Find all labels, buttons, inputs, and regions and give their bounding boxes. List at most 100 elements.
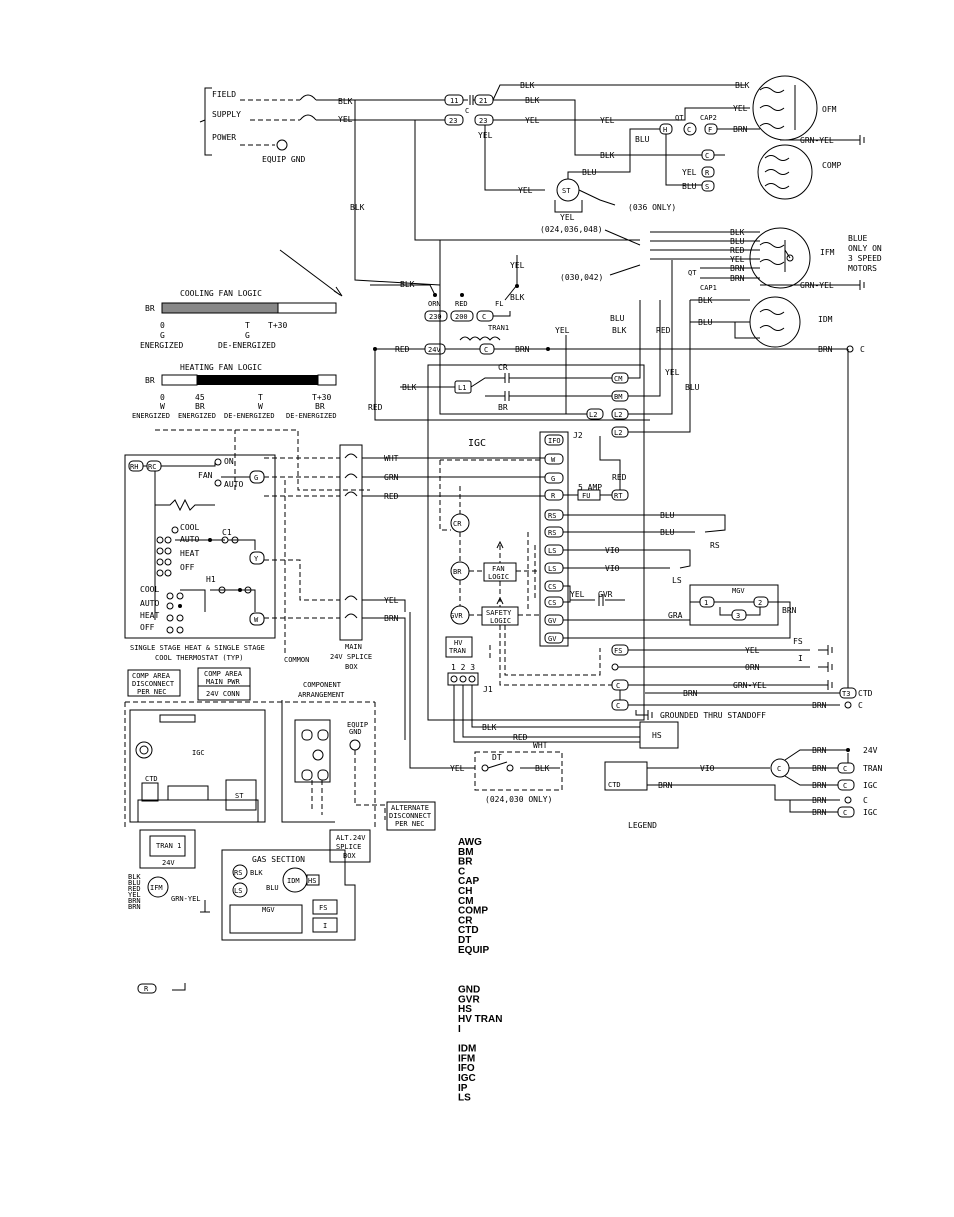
legend-item: COMP	[458, 906, 488, 917]
igc-label: TRAN	[449, 647, 466, 655]
igc-terminal-label: GV	[548, 617, 557, 625]
logic-label: BR	[145, 304, 155, 313]
wire-label: RED	[730, 246, 745, 255]
igc-terminal-label: RT	[614, 492, 623, 500]
legend-item: CH	[458, 886, 472, 897]
wire-label: BRN	[730, 274, 745, 283]
thermostat-label: AUTO	[140, 599, 159, 608]
wire-label: BLU	[730, 237, 745, 246]
arrangement-label: IFM	[150, 884, 163, 892]
wire-label: BRN	[515, 345, 530, 354]
igc-terminal-label: C	[616, 682, 620, 690]
wire-label: YEL	[570, 590, 585, 599]
logic-label: DE-ENERGIZED	[286, 412, 337, 420]
wire-label: BLK	[400, 280, 415, 289]
transformer-label: TRAN1	[488, 324, 509, 332]
wire-label: GRN-YEL	[733, 681, 767, 690]
transformer-tran1: BLK YEL BLK ORN RED FL 230 200 C TRAN1 2…	[368, 255, 865, 421]
igc-terminal-label: FS	[614, 647, 622, 655]
note-024-030-only: (024,030 ONLY)	[485, 795, 552, 804]
thermostat-label: HEAT	[180, 549, 199, 558]
component-label: MGV	[732, 587, 745, 595]
thermostat-label: W	[254, 616, 259, 624]
wire-label: GRN-YEL	[800, 281, 834, 290]
wire-label: BLK	[600, 151, 615, 160]
legend-item: HV TRAN	[458, 1014, 502, 1025]
logic-label: ENERGIZED	[140, 341, 184, 350]
wire-label: BLU	[685, 383, 700, 392]
arrangement-label: 24V CONN	[206, 690, 240, 698]
igc-terminal-label: CM	[614, 375, 622, 383]
wire-label: BRN	[782, 606, 797, 615]
logic-label: T+30	[268, 321, 287, 330]
wire-label: BRN	[812, 701, 827, 710]
arrangement-label: ST	[235, 792, 244, 800]
igc-label: GROUNDED THRU STANDOFF	[660, 711, 766, 720]
wire-label: BRN	[812, 796, 827, 805]
igc-terminal-label: GV	[548, 635, 557, 643]
igc-label: SAFETY	[486, 609, 512, 617]
arrangement-label: MAIN PWR	[206, 678, 241, 686]
arrangement-label: BRN	[128, 903, 141, 911]
wire-label: GVR	[598, 590, 613, 599]
logic-label: G	[160, 331, 165, 340]
igc-label: CR	[453, 520, 462, 528]
igc-label: HV	[454, 639, 463, 647]
wire-label: BLU	[660, 511, 675, 520]
cap2-section: H C F QT CAP2 BRN BLU	[595, 114, 760, 186]
logic-label: BR	[195, 402, 205, 411]
wire-label: BRN	[812, 808, 827, 817]
logic-label: 0	[160, 393, 165, 402]
legend-item: DT	[458, 935, 471, 946]
igc-terminal-label: R	[551, 492, 556, 500]
logic-label: T	[258, 393, 263, 402]
thermostat-caption: SINGLE STAGE HEAT & SINGLE STAGE	[130, 644, 265, 652]
wire-label: BLU	[698, 318, 713, 327]
igc-terminal-label: W	[551, 456, 556, 464]
component-label: I	[798, 654, 803, 663]
legend-item: EQUIP	[458, 945, 489, 956]
arrangement-label: YEL	[128, 891, 141, 899]
terminal-label: QT	[675, 114, 684, 122]
splice-label: ALT.24V	[336, 834, 366, 842]
wire-label: BLK	[482, 723, 497, 732]
terminal-label: 11	[450, 97, 458, 105]
legend-item: AWG	[458, 837, 482, 848]
transformer-label: C	[482, 313, 486, 321]
wire-label: YEL	[600, 116, 615, 125]
arrangement-label: PER NEC	[395, 820, 425, 828]
igc-board: BLK L1 CR BR CM BM L2 L2 L2 YEL BLK BLU …	[400, 240, 700, 750]
wire-label: BLU	[635, 135, 650, 144]
legend: LEGEND AWGBMBRCCAPCHCMCOMPCRCTDDTEQUIPGN…	[458, 821, 657, 1104]
arrangement-label: EQUIP	[347, 721, 368, 729]
igc-label: BR	[498, 403, 508, 412]
arrangement-label: GRN-YEL	[171, 895, 201, 903]
legend-item: IFO	[458, 1063, 475, 1074]
splice-label: BOX	[345, 663, 358, 671]
arrangement-label: RED	[128, 885, 141, 893]
terminal-label: 23	[479, 117, 487, 125]
transformer-label: 230	[429, 313, 442, 321]
legend-item: IP	[458, 1083, 468, 1094]
logic-label: T	[245, 321, 250, 330]
logic-label: W	[258, 402, 263, 411]
arrangement-label: MGV	[262, 906, 275, 914]
wire-label: BRN	[384, 614, 399, 623]
wire-label: BLU	[582, 168, 597, 177]
terminal-label: C	[465, 107, 469, 115]
igc-terminal-label: C	[616, 702, 620, 710]
arrangement-label: I	[323, 922, 327, 930]
transformer-label: RED	[455, 300, 468, 308]
wire-label: RED	[612, 473, 627, 482]
logic-label: BR	[145, 376, 155, 385]
wire-label: C	[860, 345, 865, 354]
thermostat-label: RC	[148, 463, 156, 471]
wire-label: YEL	[478, 131, 493, 140]
arrangement-label: CTD	[145, 775, 158, 783]
arrangement-label: ALTERNATE	[391, 804, 429, 812]
idm-motor: IDM BLK BLU	[690, 296, 833, 348]
legend-item: BR	[458, 857, 473, 868]
arrangement-label: DISCONNECT	[132, 680, 175, 688]
igc-terminal-label: L2	[614, 411, 622, 419]
